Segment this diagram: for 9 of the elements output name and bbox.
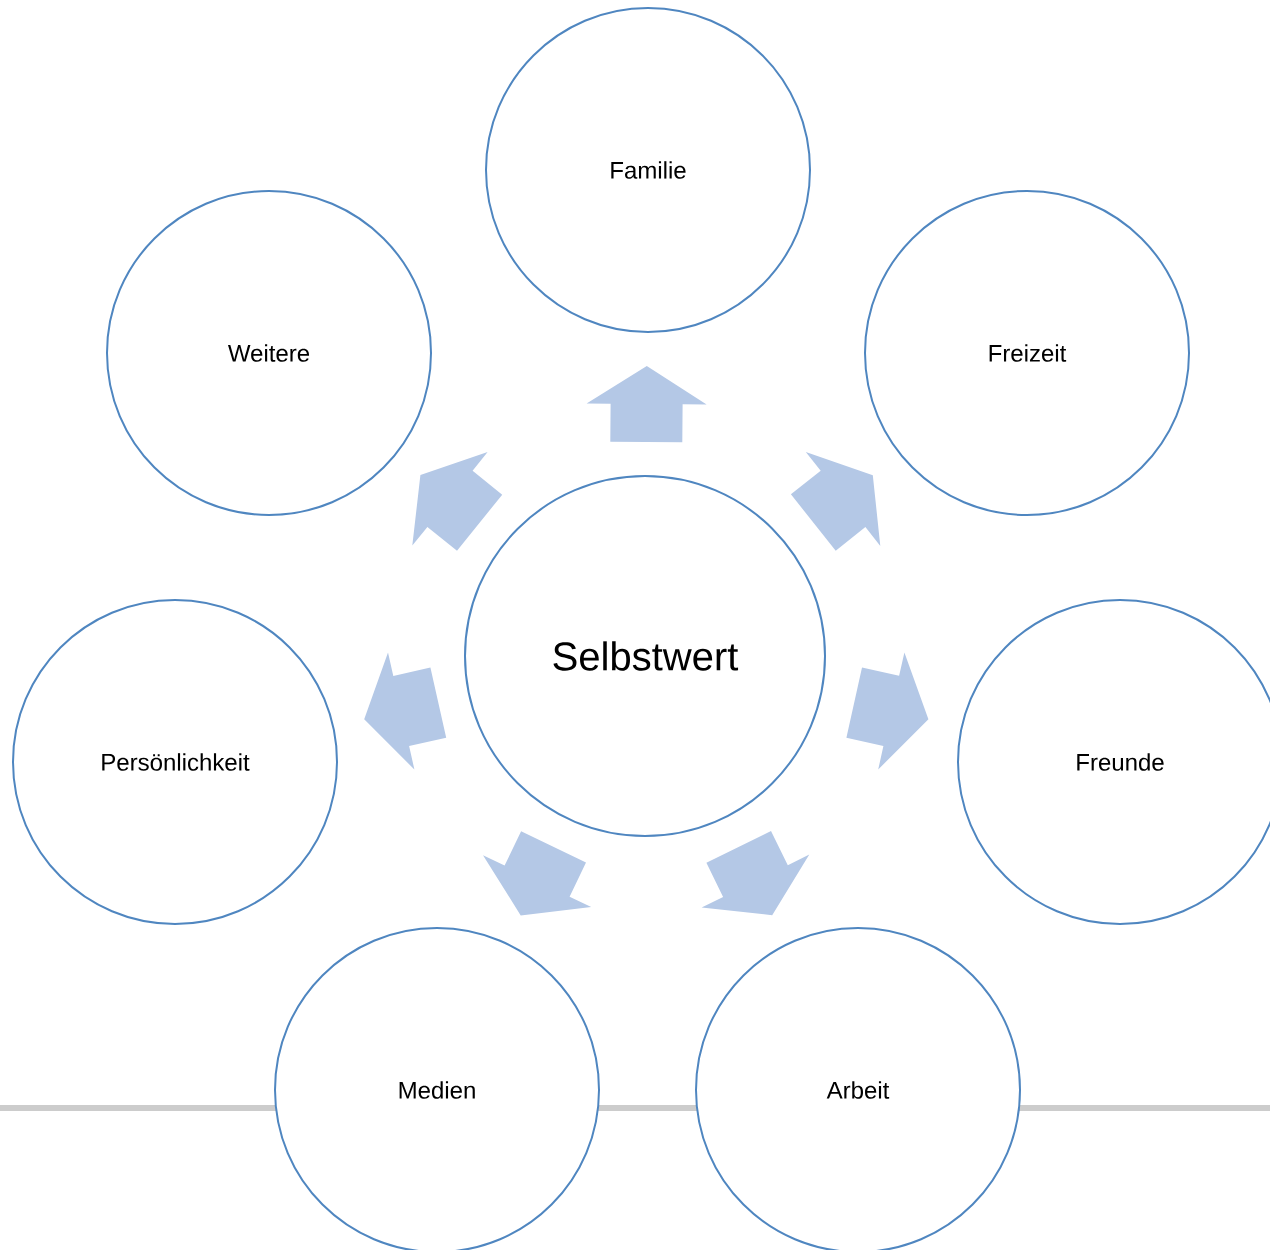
node-label: Medien	[399, 1081, 475, 1099]
block-arrow	[586, 366, 707, 443]
block-arrow	[412, 452, 503, 551]
block-arrow	[701, 831, 810, 916]
block-arrow	[846, 652, 929, 770]
block-arrow	[364, 652, 447, 770]
node-label: Arbeit	[826, 1081, 890, 1099]
block-arrow	[483, 831, 592, 916]
block-arrow	[790, 451, 881, 551]
